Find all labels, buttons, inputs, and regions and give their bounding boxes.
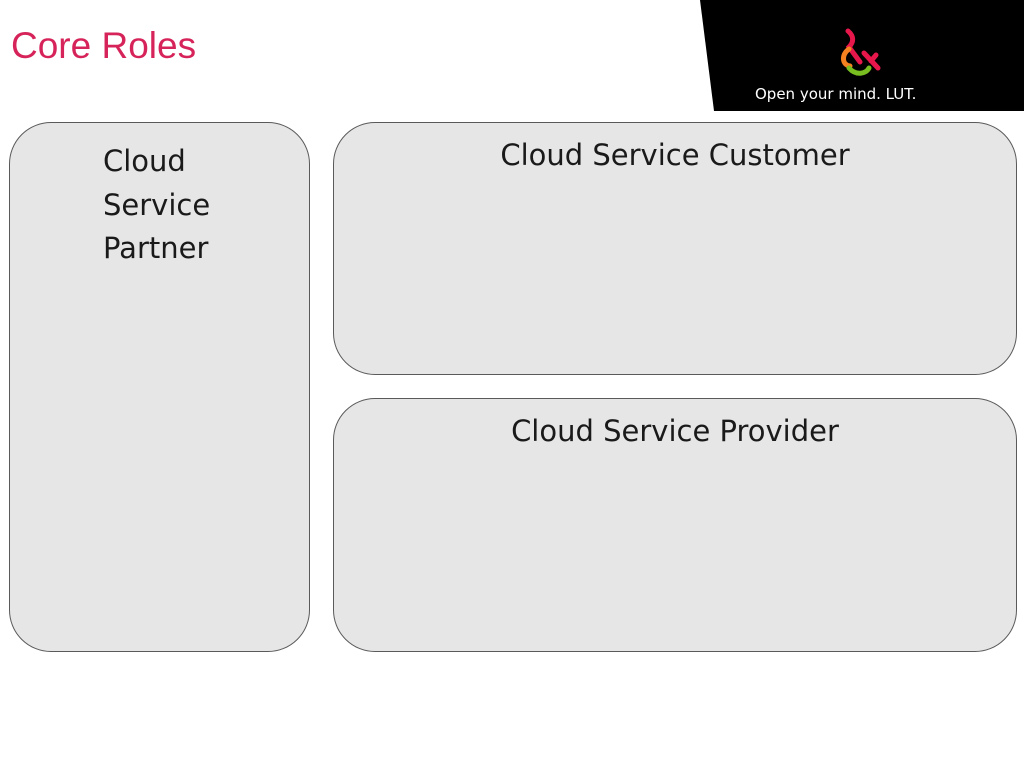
cloud-service-provider-box: Cloud Service Provider bbox=[333, 398, 1017, 652]
lut-logo-banner: Open your mind. LUT. bbox=[700, 0, 1024, 111]
slide-title: Core Roles bbox=[11, 25, 197, 66]
logo-tagline: Open your mind. LUT. bbox=[755, 85, 917, 103]
cloud-service-partner-box: Cloud Service Partner bbox=[9, 122, 310, 652]
partner-label-line-1: Cloud bbox=[103, 144, 186, 178]
cloud-service-customer-label: Cloud Service Customer bbox=[500, 138, 850, 172]
cloud-service-customer-box: Cloud Service Customer bbox=[333, 122, 1017, 375]
banner-background bbox=[700, 0, 1024, 111]
partner-label-line-2: Service bbox=[103, 187, 211, 222]
cloud-service-partner-label: Cloud Service Partner bbox=[103, 140, 283, 271]
partner-label-line-3: Partner bbox=[103, 231, 209, 265]
cloud-service-provider-label: Cloud Service Provider bbox=[511, 414, 839, 448]
ampersand-logo-icon bbox=[841, 28, 881, 76]
